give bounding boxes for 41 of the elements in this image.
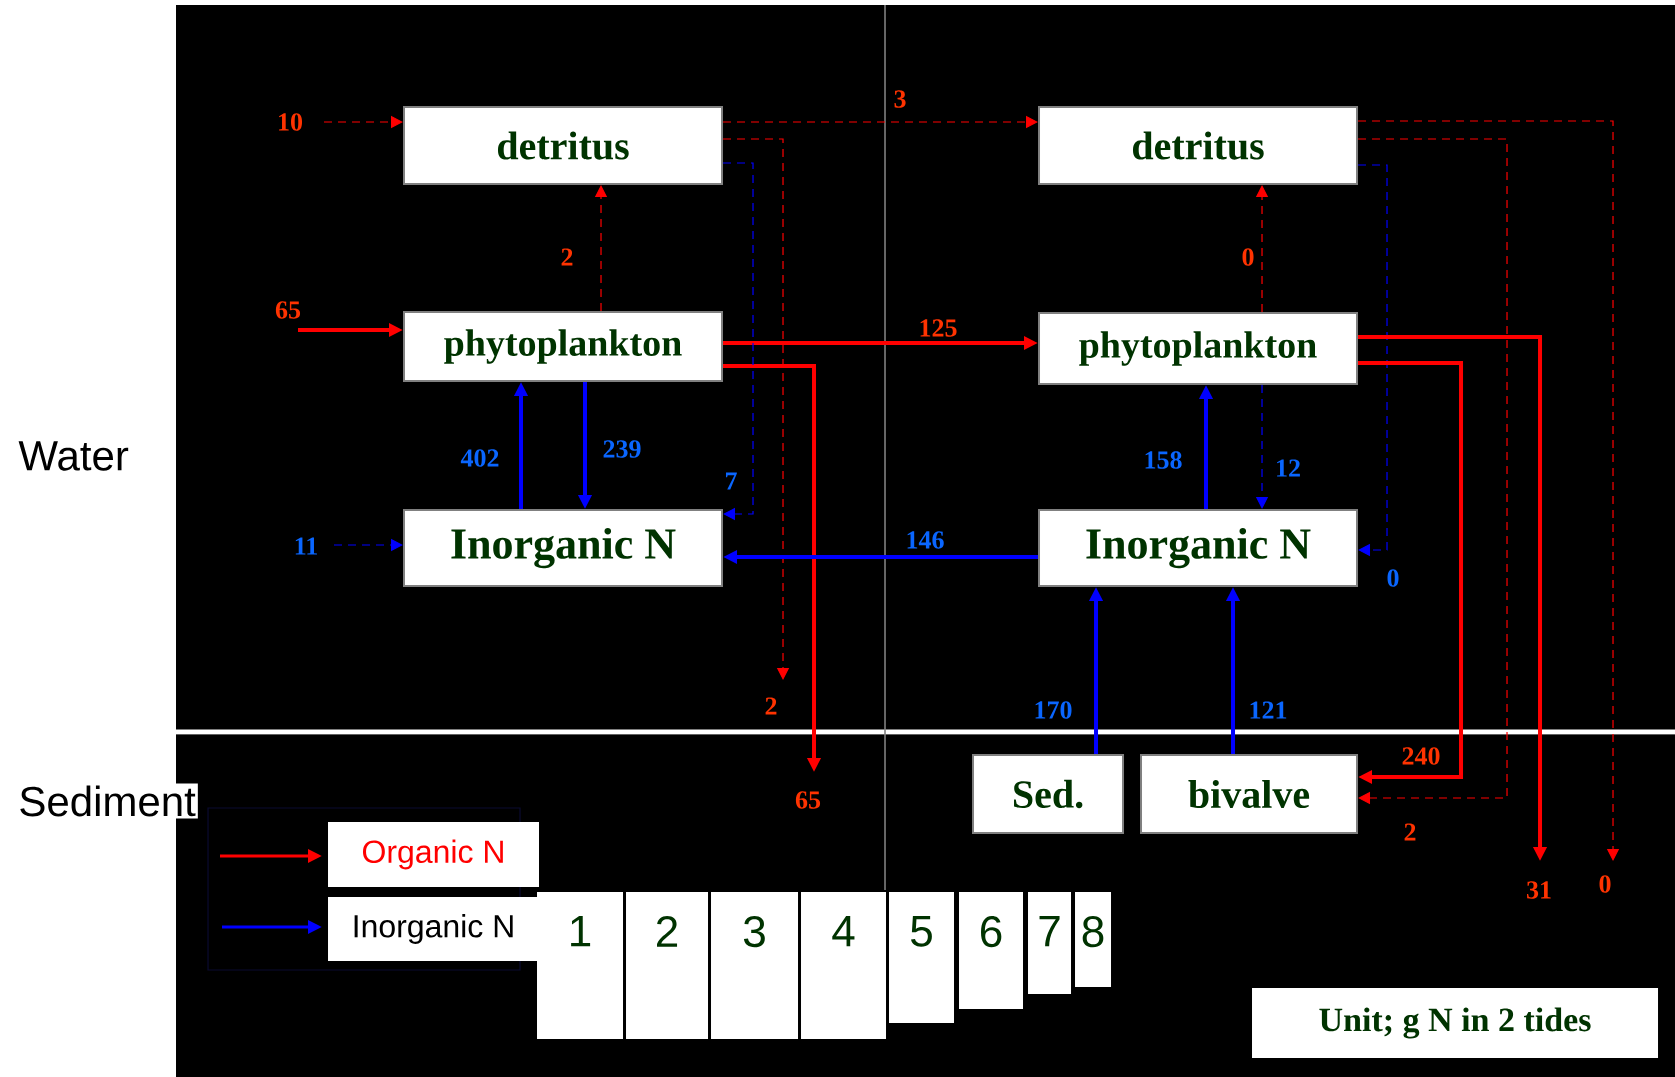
edge-label: 158 xyxy=(1141,449,1185,471)
process-box: Sed. xyxy=(972,754,1124,834)
edge-label: 240 xyxy=(1399,745,1443,767)
edge-label: 31 xyxy=(1524,879,1554,901)
arrow xyxy=(722,138,790,680)
edge-label: 65 xyxy=(793,789,823,811)
edge-label: 146 xyxy=(903,529,947,551)
layer-label: Water xyxy=(16,439,131,473)
numbered-box: 7 xyxy=(1028,892,1071,994)
process-box: detritus xyxy=(1038,106,1358,185)
process-box: phytoplankton xyxy=(1038,312,1358,385)
legend-label: Inorganic N xyxy=(328,897,539,961)
arrow xyxy=(1358,361,1463,785)
layer-label: Sediment xyxy=(16,783,198,819)
numbered-box: 4 xyxy=(801,892,886,1039)
process-box: phytoplankton xyxy=(403,311,723,382)
process-box: Inorganic N xyxy=(1038,509,1358,587)
numbered-box: 6 xyxy=(959,892,1023,1009)
process-box: Inorganic N xyxy=(403,509,723,587)
edge-label: 170 xyxy=(1031,699,1075,721)
numbered-box: 1 xyxy=(537,892,623,1039)
edge-label: 12 xyxy=(1273,457,1303,479)
edge-label: 11 xyxy=(291,535,321,557)
edge-label: 65 xyxy=(273,299,303,321)
numbered-box: 3 xyxy=(711,892,798,1039)
note-box: Unit; g N in 2 tides xyxy=(1252,988,1658,1058)
legend-label: Organic N xyxy=(328,822,539,887)
arrow xyxy=(1357,164,1388,557)
edge-label: 10 xyxy=(275,111,305,133)
edge-label: 121 xyxy=(1246,699,1290,721)
edge-label: 402 xyxy=(458,447,502,469)
arrow xyxy=(1357,138,1508,805)
numbered-box: 2 xyxy=(626,892,708,1039)
numbered-box: 8 xyxy=(1075,892,1111,987)
process-box: detritus xyxy=(403,106,723,185)
edge-label: 239 xyxy=(600,438,644,460)
edge-label: 125 xyxy=(916,317,960,339)
numbered-box: 5 xyxy=(889,892,954,1023)
process-box: bivalve xyxy=(1140,754,1358,834)
arrow xyxy=(1357,120,1620,861)
arrow xyxy=(722,162,754,521)
